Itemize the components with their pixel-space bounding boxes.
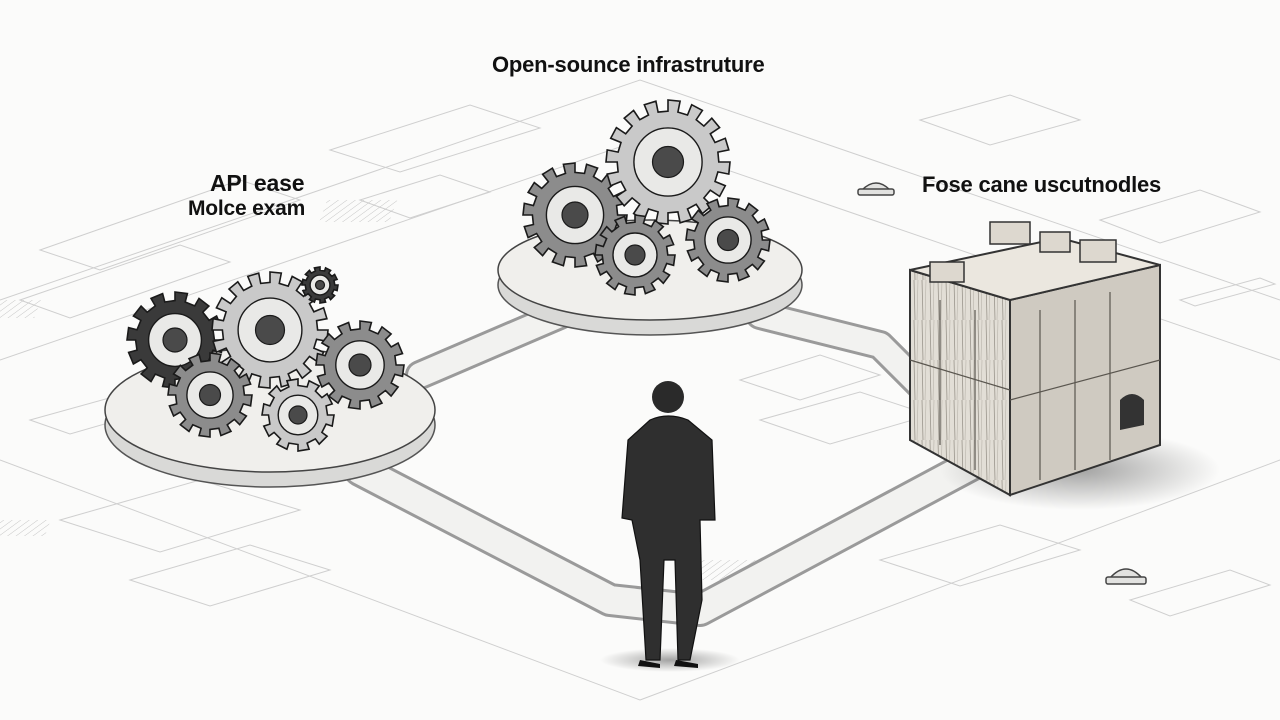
wooden-block bbox=[909, 221, 1220, 510]
gear-icon bbox=[685, 197, 771, 283]
gear-icon bbox=[211, 271, 329, 389]
person-figure bbox=[600, 381, 740, 672]
blueprint-grid bbox=[0, 79, 1280, 701]
gear-icon bbox=[301, 266, 339, 304]
right-label: Fose cane uscutnodles bbox=[922, 172, 1162, 197]
gear-icon bbox=[522, 162, 628, 268]
left-label-primary: API ease bbox=[210, 170, 305, 196]
gear-icon bbox=[594, 214, 676, 296]
gear-icon bbox=[315, 320, 405, 410]
gear-icon bbox=[261, 378, 335, 452]
sensor-node bbox=[857, 182, 1147, 585]
page-title: Open-sounce infrastruture bbox=[492, 52, 765, 77]
gear-icon bbox=[167, 352, 253, 438]
left-label-secondary: Molce exam bbox=[188, 197, 306, 220]
gear-cluster bbox=[126, 99, 771, 452]
gear-icon bbox=[605, 99, 731, 225]
